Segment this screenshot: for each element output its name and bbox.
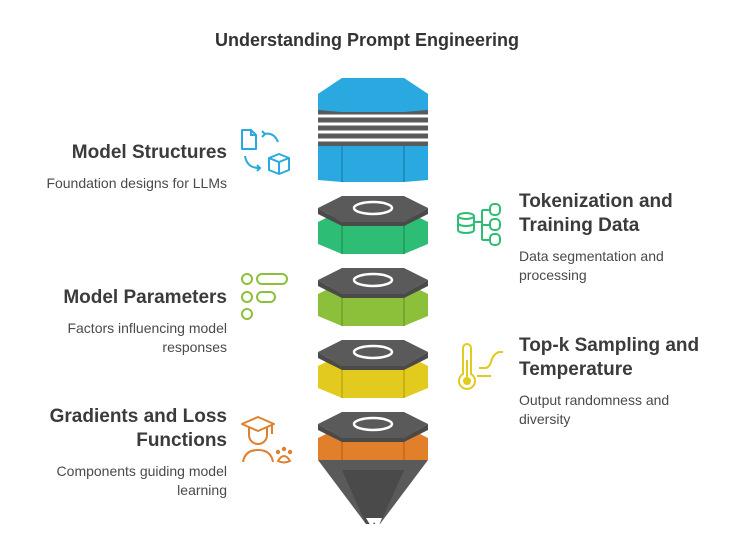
gradients-desc: Components guiding model learning [20, 462, 227, 500]
model-parameters-desc-line-2: responses [162, 339, 227, 355]
layer-model-parameters [318, 268, 428, 326]
tokenization-heading-line-1: Tokenization and [519, 191, 673, 212]
item-model-parameters: Model Parameters Factors influencing mod… [20, 286, 227, 357]
item-gradients: Gradients and Loss Functions Components … [20, 405, 227, 500]
gradients-desc-line-1: Components guiding model [56, 463, 227, 479]
model-structures-heading: Model Structures [71, 142, 227, 163]
gradients-heading-line-1: Gradients and Loss [49, 406, 227, 427]
gradients-desc-line-2: learning [177, 482, 227, 498]
model-parameters-heading: Model Parameters [63, 287, 227, 308]
sampling-heading-line-1: Top-k Sampling and [519, 335, 700, 356]
tokenization-desc-line-1: Data segmentation and [519, 248, 664, 264]
gradients-heading: Gradients and Loss Functions [20, 405, 227, 453]
graduate-paw-icon [241, 416, 293, 464]
parameter-list-icon [241, 273, 288, 320]
item-tokenization: Tokenization and Training Data Data segm… [519, 190, 724, 285]
model-parameters-desc-line-1: Factors influencing model [67, 320, 227, 336]
model-structures-desc: Foundation designs for LLMs [46, 175, 227, 191]
database-tree-icon [457, 203, 501, 246]
layer-gradients [318, 412, 428, 470]
sampling-heading: Top-k Sampling and Temperature [519, 334, 724, 382]
item-model-structures: Model Structures Foundation designs for … [20, 141, 227, 193]
tokenization-heading: Tokenization and Training Data [519, 190, 724, 238]
thermometer-chart-icon [458, 343, 503, 390]
sampling-desc: Output randomness and diversity [519, 391, 724, 429]
layer-tokenization [318, 196, 428, 254]
layer-model-structures [318, 78, 428, 182]
stack-tip [318, 460, 428, 528]
diagram-title: Understanding Prompt Engineering [214, 30, 519, 50]
sampling-desc-line-1: Output randomness and [519, 392, 670, 408]
tokenization-desc: Data segmentation and processing [519, 247, 724, 285]
gradients-heading-line-2: Functions [136, 430, 227, 451]
tokenization-desc-line-2: processing [519, 267, 587, 283]
model-parameters-desc: Factors influencing model responses [20, 319, 227, 357]
document-cube-transform-icon [241, 129, 290, 175]
tokenization-heading-line-2: Training Data [519, 215, 640, 236]
layer-sampling [318, 340, 428, 398]
sampling-heading-line-2: Temperature [519, 359, 633, 380]
sampling-desc-line-2: diversity [519, 411, 571, 427]
item-sampling: Top-k Sampling and Temperature Output ra… [519, 334, 724, 429]
